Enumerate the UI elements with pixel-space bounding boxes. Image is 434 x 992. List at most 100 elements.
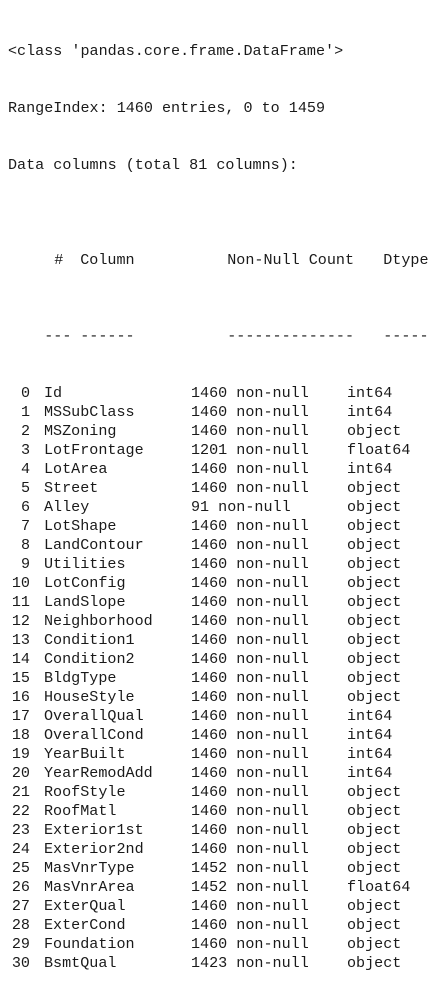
row-dtype: int64 — [347, 726, 393, 744]
row-index: 2 — [20, 422, 30, 440]
row-column-name: Condition2 — [44, 650, 135, 668]
row-index: 4 — [20, 460, 30, 478]
row-index: 19 — [11, 745, 30, 763]
row-dtype: object — [347, 574, 402, 592]
row-non-null-count: 1460 non-null — [191, 403, 309, 421]
row-column-name: OverallCond — [44, 726, 144, 744]
row-column-name: Foundation — [44, 935, 135, 953]
row-column-name: MSZoning — [44, 422, 117, 440]
row-dtype: int64 — [347, 745, 393, 763]
row-non-null-count: 1460 non-null — [191, 783, 309, 801]
row-column-name: LotConfig — [44, 574, 126, 592]
row-dtype: object — [347, 897, 402, 915]
row-column-name: Exterior1st — [44, 821, 144, 839]
row-dtype: object — [347, 517, 402, 535]
row-non-null-count: 1460 non-null — [191, 536, 309, 554]
separator-index: --- — [44, 327, 72, 345]
row-index: 30 — [11, 954, 30, 972]
row-index: 0 — [20, 384, 30, 402]
row-column-name: ExterQual — [44, 897, 126, 915]
row-index: 21 — [11, 783, 30, 801]
row-dtype: object — [347, 840, 402, 858]
row-dtype: int64 — [347, 403, 393, 421]
row-column-name: MasVnrArea — [44, 878, 135, 896]
row-index: 12 — [11, 612, 30, 630]
row-non-null-count: 1460 non-null — [191, 916, 309, 934]
row-dtype: object — [347, 631, 402, 649]
row-dtype: int64 — [347, 764, 393, 782]
row-index: 28 — [11, 916, 30, 934]
row-non-null-count: 1460 non-null — [191, 669, 309, 687]
row-index: 22 — [11, 802, 30, 820]
row-dtype: object — [347, 821, 402, 839]
row-column-name: Street — [44, 479, 99, 497]
row-dtype: object — [347, 650, 402, 668]
separator-non-null-count: -------------- — [227, 327, 355, 345]
row-dtype: object — [347, 612, 402, 630]
row-non-null-count: 1460 non-null — [191, 745, 309, 763]
dataframe-info-output: <class 'pandas.core.frame.DataFrame'> Ra… — [8, 4, 432, 992]
range-index-line: RangeIndex: 1460 entries, 0 to 1459 — [8, 99, 326, 117]
row-dtype: object — [347, 916, 402, 934]
row-index: 26 — [11, 878, 30, 896]
row-dtype: float64 — [347, 441, 411, 459]
row-dtype: int64 — [347, 384, 393, 402]
row-non-null-count: 1460 non-null — [191, 764, 309, 782]
row-column-name: LotShape — [44, 517, 117, 535]
row-dtype: object — [347, 479, 402, 497]
row-column-name: LotArea — [44, 460, 108, 478]
row-index: 7 — [20, 517, 30, 535]
row-column-name: Utilities — [44, 555, 126, 573]
row-non-null-count: 1452 non-null — [191, 859, 309, 877]
row-dtype: object — [347, 593, 402, 611]
row-non-null-count: 1460 non-null — [191, 726, 309, 744]
row-column-name: Id — [44, 384, 63, 402]
header-index: # — [54, 251, 64, 269]
row-index: 11 — [11, 593, 30, 611]
row-index: 13 — [11, 631, 30, 649]
table-row: 28 ExterCond 1460 non-null object — [8, 916, 432, 935]
table-separator-row: ---------------------------- — [8, 308, 432, 345]
row-non-null-count: 1460 non-null — [191, 517, 309, 535]
row-index: 15 — [11, 669, 30, 687]
row-column-name: ExterCond — [44, 916, 126, 934]
row-index: 8 — [20, 536, 30, 554]
row-index: 20 — [11, 764, 30, 782]
row-non-null-count: 1460 non-null — [191, 612, 309, 630]
row-non-null-count: 1460 non-null — [191, 593, 309, 611]
separator-dtype: ----- — [383, 327, 429, 345]
row-non-null-count: 1460 non-null — [191, 935, 309, 953]
row-column-name: YearRemodAdd — [44, 764, 153, 782]
row-column-name: RoofMatl — [44, 802, 117, 820]
row-non-null-count: 1423 non-null — [191, 954, 309, 972]
row-dtype: object — [347, 802, 402, 820]
row-dtype: object — [347, 859, 402, 877]
row-dtype: object — [347, 555, 402, 573]
row-index: 5 — [20, 479, 30, 497]
row-column-name: BsmtQual — [44, 954, 117, 972]
row-non-null-count: 1460 non-null — [191, 384, 309, 402]
table-row: 11 LandSlope 1460 non-null object — [8, 593, 432, 612]
row-index: 1 — [20, 403, 30, 421]
header-column: Column — [80, 251, 135, 269]
row-column-name: LandSlope — [44, 593, 126, 611]
row-non-null-count: 1460 non-null — [191, 821, 309, 839]
row-non-null-count: 1460 non-null — [191, 650, 309, 668]
row-dtype: float64 — [347, 878, 411, 896]
